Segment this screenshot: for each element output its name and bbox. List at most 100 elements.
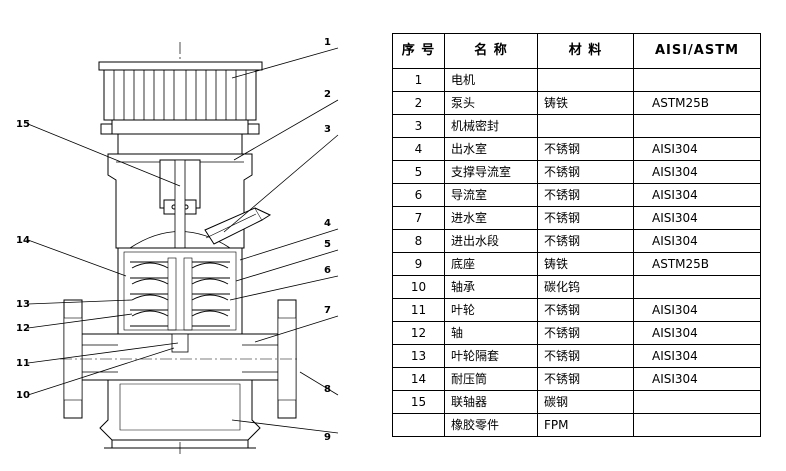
cell-number: 9 xyxy=(392,252,445,276)
cell-material xyxy=(537,68,634,92)
cell-name: 进出水段 xyxy=(444,229,538,253)
cell-number: 12 xyxy=(392,321,445,345)
cell-name: 进水室 xyxy=(444,206,538,230)
cell-number: 11 xyxy=(392,298,445,322)
callout-14: 14 xyxy=(16,235,30,246)
header-number: 序 号 xyxy=(392,33,445,69)
cell-material: 不锈钢 xyxy=(537,206,634,230)
cell-material: 铸铁 xyxy=(537,252,634,276)
cell-material: 不锈钢 xyxy=(537,321,634,345)
cell-standard xyxy=(633,68,761,92)
cell-name: 联轴器 xyxy=(444,390,538,414)
cell-number: 15 xyxy=(392,390,445,414)
leader-lines xyxy=(27,47,339,434)
callout-8: 8 xyxy=(324,384,331,395)
cell-standard: AISI304 xyxy=(633,321,761,345)
callout-13: 13 xyxy=(16,299,30,310)
callout-15: 15 xyxy=(16,119,30,130)
cell-number: 5 xyxy=(392,160,445,184)
callout-6: 6 xyxy=(324,265,331,276)
pressure-sleeve xyxy=(117,247,243,335)
callout-2: 2 xyxy=(324,89,331,100)
cell-number: 14 xyxy=(392,367,445,391)
cell-name: 泵头 xyxy=(444,91,538,115)
cell-material: 不锈钢 xyxy=(537,298,634,322)
cell-number: 10 xyxy=(392,275,445,299)
cell-material: 不锈钢 xyxy=(537,137,634,161)
cell-number: 3 xyxy=(392,114,445,138)
callout-12: 12 xyxy=(16,323,30,334)
inlet-outlet-section xyxy=(60,299,300,419)
cell-name: 橡胶零件 xyxy=(444,413,538,437)
cell-standard: AISI304 xyxy=(633,160,761,184)
base xyxy=(99,379,261,449)
cell-standard: AISI304 xyxy=(633,367,761,391)
cell-standard: AISI304 xyxy=(633,298,761,322)
cell-standard: AISI304 xyxy=(633,183,761,207)
cell-material: 碳化钨 xyxy=(537,275,634,299)
cell-standard xyxy=(633,390,761,414)
cell-standard: AISI304 xyxy=(633,344,761,368)
cell-number: 4 xyxy=(392,137,445,161)
cell-standard xyxy=(633,413,761,437)
cell-material xyxy=(537,114,634,138)
cell-standard: AISI304 xyxy=(633,206,761,230)
cell-number: 6 xyxy=(392,183,445,207)
callout-10: 10 xyxy=(16,390,30,401)
cell-material: 不锈钢 xyxy=(537,229,634,253)
cell-name: 轴承 xyxy=(444,275,538,299)
cell-standard: ASTM25B xyxy=(633,91,761,115)
cell-name: 底座 xyxy=(444,252,538,276)
cell-name: 轴 xyxy=(444,321,538,345)
cell-material: 铸铁 xyxy=(537,91,634,115)
cell-name: 机械密封 xyxy=(444,114,538,138)
cell-number xyxy=(392,413,445,437)
cell-name: 支撑导流室 xyxy=(444,160,538,184)
callout-9: 9 xyxy=(324,432,331,443)
callout-5: 5 xyxy=(324,239,331,250)
callout-4: 4 xyxy=(324,218,331,229)
cell-name: 电机 xyxy=(444,68,538,92)
callout-1: 1 xyxy=(324,37,331,48)
cell-name: 出水室 xyxy=(444,137,538,161)
pump-head xyxy=(107,153,272,249)
pump-cross-section-diagram: 1 2 3 4 5 6 7 8 9 10 11 12 13 14 15 xyxy=(16,37,339,455)
cell-name: 叶轮隔套 xyxy=(444,344,538,368)
table-header-row: 序 号 名 称 材 料 AISI/ASTM xyxy=(392,33,761,69)
callout-7: 7 xyxy=(324,305,331,316)
cell-material: 不锈钢 xyxy=(537,183,634,207)
cell-number: 8 xyxy=(392,229,445,253)
header-standard: AISI/ASTM xyxy=(633,33,761,69)
cell-name: 叶轮 xyxy=(444,298,538,322)
impeller-stages xyxy=(130,257,230,331)
cell-material: 不锈钢 xyxy=(537,344,634,368)
cell-material: 不锈钢 xyxy=(537,367,634,391)
cell-standard xyxy=(633,114,761,138)
header-material: 材 料 xyxy=(537,33,634,69)
cell-name: 导流室 xyxy=(444,183,538,207)
cell-material: 碳钢 xyxy=(537,390,634,414)
cell-standard: AISI304 xyxy=(633,229,761,253)
header-name: 名 称 xyxy=(444,33,538,69)
cell-number: 13 xyxy=(392,344,445,368)
cell-number: 7 xyxy=(392,206,445,230)
motor xyxy=(98,61,263,155)
callout-labels: 1 2 3 4 5 6 7 8 9 10 11 12 13 14 15 xyxy=(16,37,331,443)
bearing xyxy=(171,333,189,353)
